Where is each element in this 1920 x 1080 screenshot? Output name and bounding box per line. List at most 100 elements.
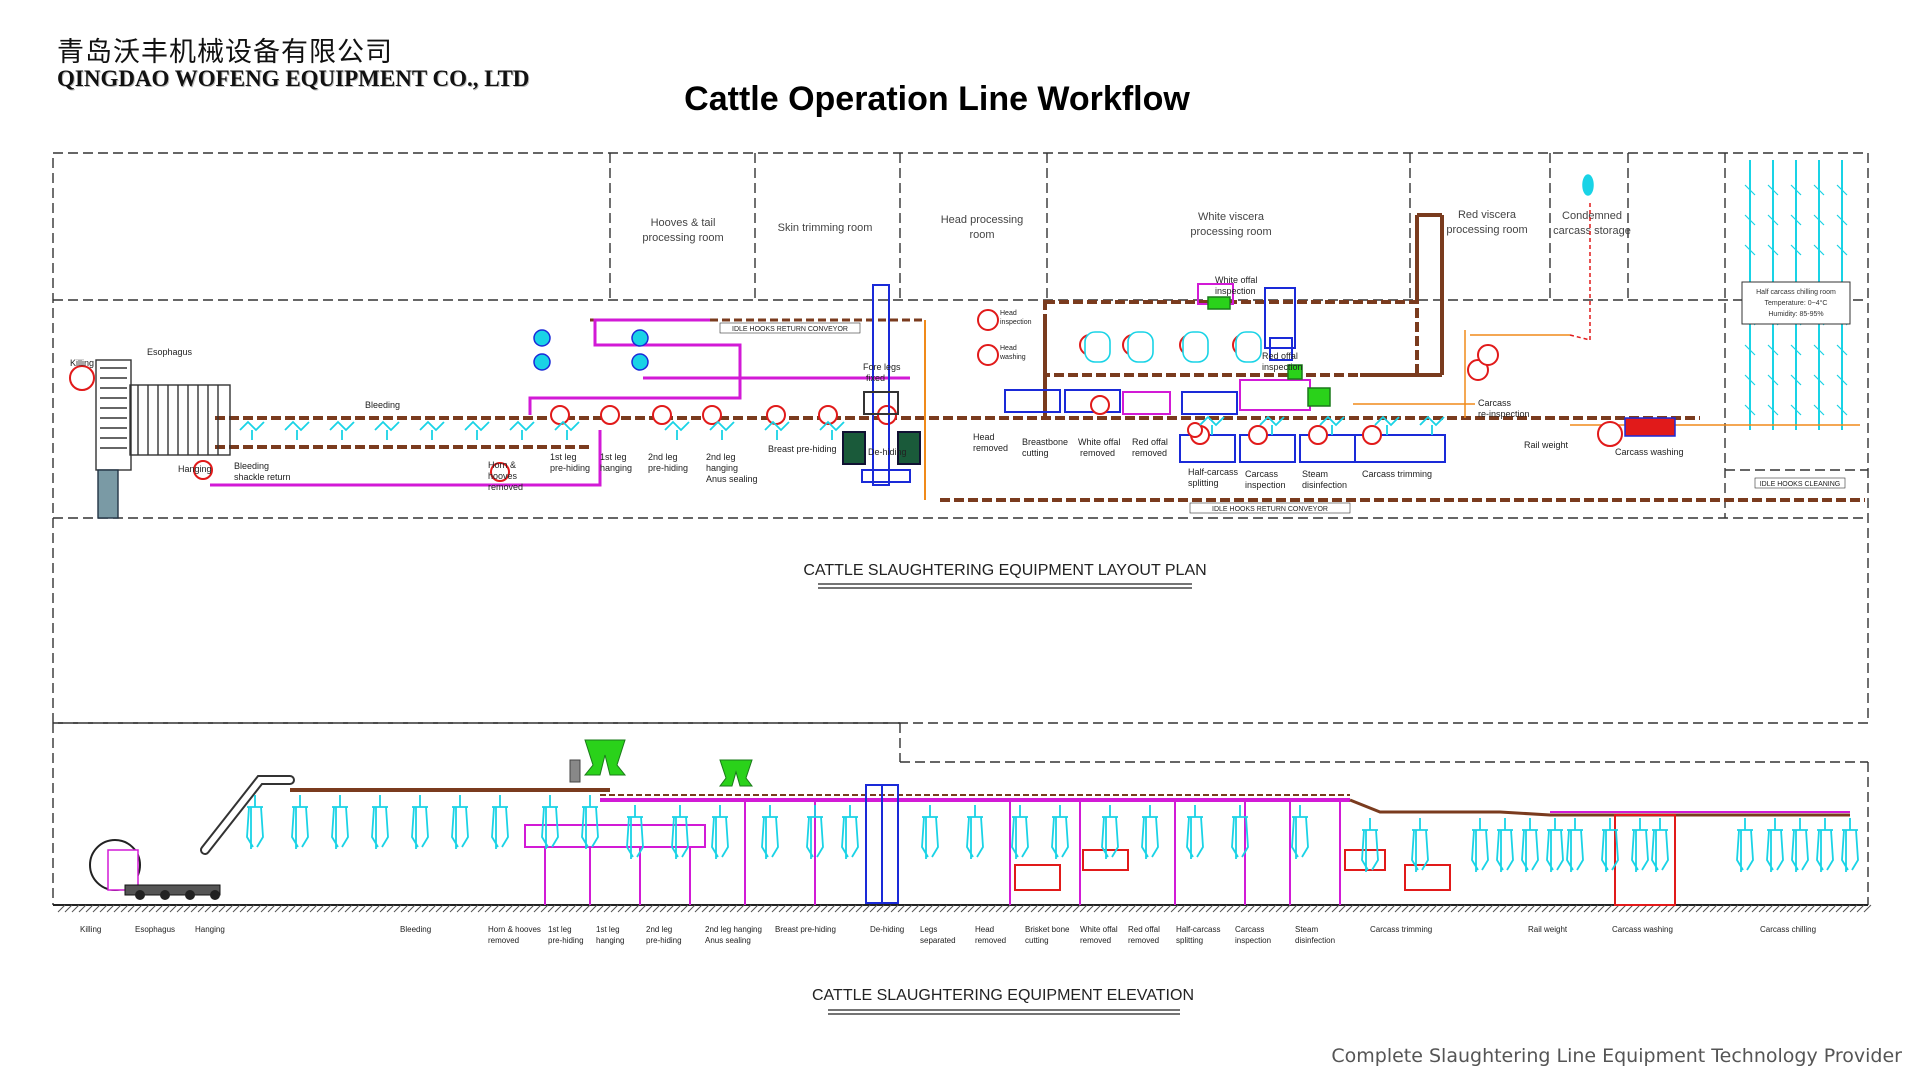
lbl-rail-weight: Rail weight — [1524, 440, 1569, 450]
chilling-label-l3: Humidity: 85-95% — [1768, 311, 1823, 318]
lbl-horn-2: hooves — [488, 471, 518, 481]
room-white-viscera-l1: White viscera — [1198, 211, 1265, 223]
room-skin-trimming: Skin trimming room — [778, 222, 873, 234]
elevation-label: removed — [975, 936, 1006, 945]
hanging-carcass-icon — [1231, 805, 1249, 859]
hanging-carcass-icon — [1496, 818, 1514, 872]
lbl-carcass-washing: Carcass washing — [1615, 447, 1684, 457]
lbl-head-washing-1: Head — [1000, 345, 1017, 352]
hanging-carcass-icon — [1101, 805, 1119, 859]
room-red-viscera-l1: Red viscera — [1458, 209, 1517, 221]
idle-cleaning-label: IDLE HOOKS CLEANING — [1760, 481, 1841, 488]
lbl-head-removed-1: Head — [973, 432, 995, 442]
elevation-label: Red offal — [1128, 925, 1160, 934]
elevation-label: splitting — [1176, 936, 1203, 945]
elevation-label: Brisket bone — [1025, 925, 1070, 934]
lbl-red-offal-insp-1: Red offal — [1262, 351, 1298, 361]
lbl-white-offal-1: White offal — [1078, 437, 1120, 447]
room-head-processing-l1: Head processing — [941, 214, 1024, 226]
room-hooves-tail-l1: Hooves & tail — [651, 217, 716, 229]
elevation-label: Hanging — [195, 925, 225, 934]
lbl-leg2-prehide-2: pre-hiding — [648, 463, 688, 473]
room-red-viscera-l2: processing room — [1446, 224, 1527, 236]
elevation-label: Head — [975, 925, 994, 934]
lbl-steam-1: Steam — [1302, 469, 1328, 479]
elevation-label: disinfection — [1295, 936, 1335, 945]
elevation-rail — [200, 775, 1850, 855]
lbl-leg1-prehide-1: 1st leg — [550, 452, 577, 462]
lbl-killing: Killing — [70, 358, 94, 368]
elevation-label: 2nd leg — [646, 925, 672, 934]
lbl-leg1-prehide-2: pre-hiding — [550, 463, 590, 473]
lbl-red-offal-insp-2: inspection — [1262, 362, 1303, 372]
lbl-shackle-return-2: shackle return — [234, 472, 291, 482]
viscera-stations — [1004, 283, 1446, 463]
lbl-breastbone-1: Breastbone — [1022, 437, 1068, 447]
room-hooves-tail-l2: processing room — [642, 232, 723, 244]
lbl-steam-2: disinfection — [1302, 480, 1347, 490]
hanging-carcass-icon — [671, 805, 689, 859]
carcass-hooks-plan — [1084, 331, 1262, 363]
hanging-carcass-icon — [1816, 818, 1834, 872]
hanging-carcass-icon — [841, 805, 859, 859]
hanging-carcass-icon — [1546, 818, 1564, 872]
lbl-esophagus: Esophagus — [147, 347, 193, 357]
lbl-leg2-hang-2: hanging — [706, 463, 738, 473]
hanging-carcass-icon — [966, 805, 984, 859]
lbl-red-offal-1: Red offal — [1132, 437, 1168, 447]
hanging-carcass-icon — [291, 795, 309, 849]
elevation-frame — [52, 722, 1869, 905]
lbl-half-carcass-2: splitting — [1188, 478, 1219, 488]
lbl-white-offal-insp-2: inspection — [1215, 286, 1256, 296]
hanging-carcass-icon — [1521, 818, 1539, 872]
room-condemned-l1: Condemned — [1562, 210, 1622, 222]
elevation-label: pre-hiding — [646, 936, 682, 945]
hanging-carcass-icon — [806, 805, 824, 859]
hanging-carcass-icon — [541, 795, 559, 849]
elevation-label: pre-hiding — [548, 936, 584, 945]
elevation-label: 1st leg — [548, 925, 572, 934]
elevation-label: Horn & hooves — [488, 925, 541, 934]
magenta-loops — [210, 318, 910, 487]
lbl-leg2-prehide-1: 2nd leg — [648, 452, 678, 462]
idle-return-bottom-label: IDLE HOOKS RETURN CONVEYOR — [1212, 506, 1328, 513]
hanging-carcass-icon — [761, 805, 779, 859]
room-head-processing-l2: room — [969, 229, 994, 241]
hanging-carcass-icon — [491, 795, 509, 849]
lbl-head-inspection-1: Head — [1000, 310, 1017, 317]
hanging-carcass-icon — [371, 795, 389, 849]
elevation-label: separated — [920, 936, 956, 945]
hanging-carcass-icon — [331, 795, 349, 849]
elevation-label: inspection — [1235, 936, 1271, 945]
room-labels: Hooves & tail processing room Skin trimm… — [642, 209, 1630, 244]
elevation-label: Esophagus — [135, 925, 175, 934]
hanging-carcass-icon — [1566, 818, 1584, 872]
lbl-leg2-hang-1: 2nd leg — [706, 452, 736, 462]
elevation-label: Anus sealing — [705, 936, 751, 945]
lbl-carcass-insp-2: inspection — [1245, 480, 1286, 490]
plan-devices — [533, 174, 1676, 437]
elevation-label: Half-carcass — [1176, 925, 1220, 934]
hanging-carcass-icon — [1601, 818, 1619, 872]
lbl-breast-prehide: Breast pre-hiding — [768, 444, 837, 454]
lbl-breastbone-2: cutting — [1022, 448, 1049, 458]
lbl-white-offal-insp-1: White offal — [1215, 275, 1257, 285]
chilling-label-l2: Temperature: 0~4°C — [1765, 299, 1828, 307]
lbl-reinspection-1: Carcass — [1478, 398, 1512, 408]
page-title: Cattle Operation Line Workflow — [684, 80, 1190, 118]
hanging-carcass-icon — [1651, 818, 1669, 872]
killing-box-elevation — [89, 839, 221, 900]
hanging-carcass-icon — [1736, 818, 1754, 872]
lbl-carcass-insp-1: Carcass — [1245, 469, 1279, 479]
plan-labels: Killing Esophagus Hanging Bleeding Bleed… — [70, 275, 1684, 492]
elevation-label: removed — [488, 936, 519, 945]
elevation-label: hanging — [596, 936, 624, 945]
chilling-room: Half carcass chilling room Temperature: … — [1741, 160, 1851, 430]
lbl-head-removed-2: removed — [973, 443, 1008, 453]
company-name-en: QINGDAO WOFENG EQUIPMENT CO., LTD — [57, 66, 530, 91]
lbl-half-carcass-1: Half-carcass — [1188, 467, 1239, 477]
elevation-label: De-hiding — [870, 925, 904, 934]
elevation-label: Legs — [920, 925, 937, 934]
elevation-label: White offal — [1080, 925, 1118, 934]
elevation-label: Bleeding — [400, 925, 431, 934]
